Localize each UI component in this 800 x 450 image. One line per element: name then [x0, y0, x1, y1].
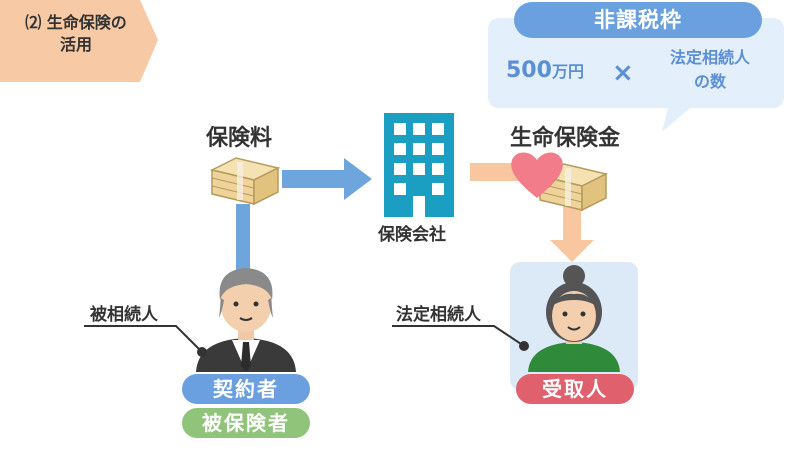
amount-number: 500	[506, 58, 552, 83]
tax-free-callout-bubble	[488, 18, 784, 132]
section-title: ⑵ 生命保険の 活用	[10, 12, 142, 56]
legal-heir-label: 法定相続人	[396, 305, 481, 325]
beneficiary-badge: 受取人	[516, 374, 634, 404]
building-icon	[384, 113, 454, 217]
insurance-company-label: 保険会社	[378, 225, 446, 245]
section-title-line2: 活用	[59, 35, 92, 54]
payout-arrow	[550, 206, 594, 262]
section-title-line1: ⑵ 生命保険の	[25, 13, 127, 32]
policyholder-badge: 契約者	[182, 374, 310, 404]
insured-badge: 被保険者	[182, 408, 310, 438]
elderly-woman-icon	[528, 265, 620, 372]
premium-arrow	[282, 158, 372, 200]
heirs-line2: の数	[693, 72, 726, 91]
multiply-operator: ×	[612, 58, 634, 88]
elderly-man-icon	[196, 268, 296, 372]
heirs-count-text: 法定相続人 の数	[652, 46, 768, 94]
payout-connector	[470, 163, 522, 181]
heart-icon	[511, 152, 563, 198]
heirs-line1: 法定相続人	[669, 48, 750, 67]
premium-label: 保険料	[206, 126, 273, 151]
insurance-payout-label: 生命保険金	[510, 126, 621, 151]
policyholder-connector	[236, 204, 250, 270]
deceased-pointer	[84, 325, 207, 357]
tax-free-title: 非課税枠	[514, 2, 762, 38]
section-tab-shape	[0, 0, 158, 82]
deceased-label: 被相続人	[90, 305, 158, 325]
legal-heir-pointer	[392, 325, 529, 351]
amount-unit: 万円	[551, 62, 584, 81]
tax-free-amount: 500万円	[506, 58, 584, 83]
money-stack-icon	[209, 157, 281, 206]
